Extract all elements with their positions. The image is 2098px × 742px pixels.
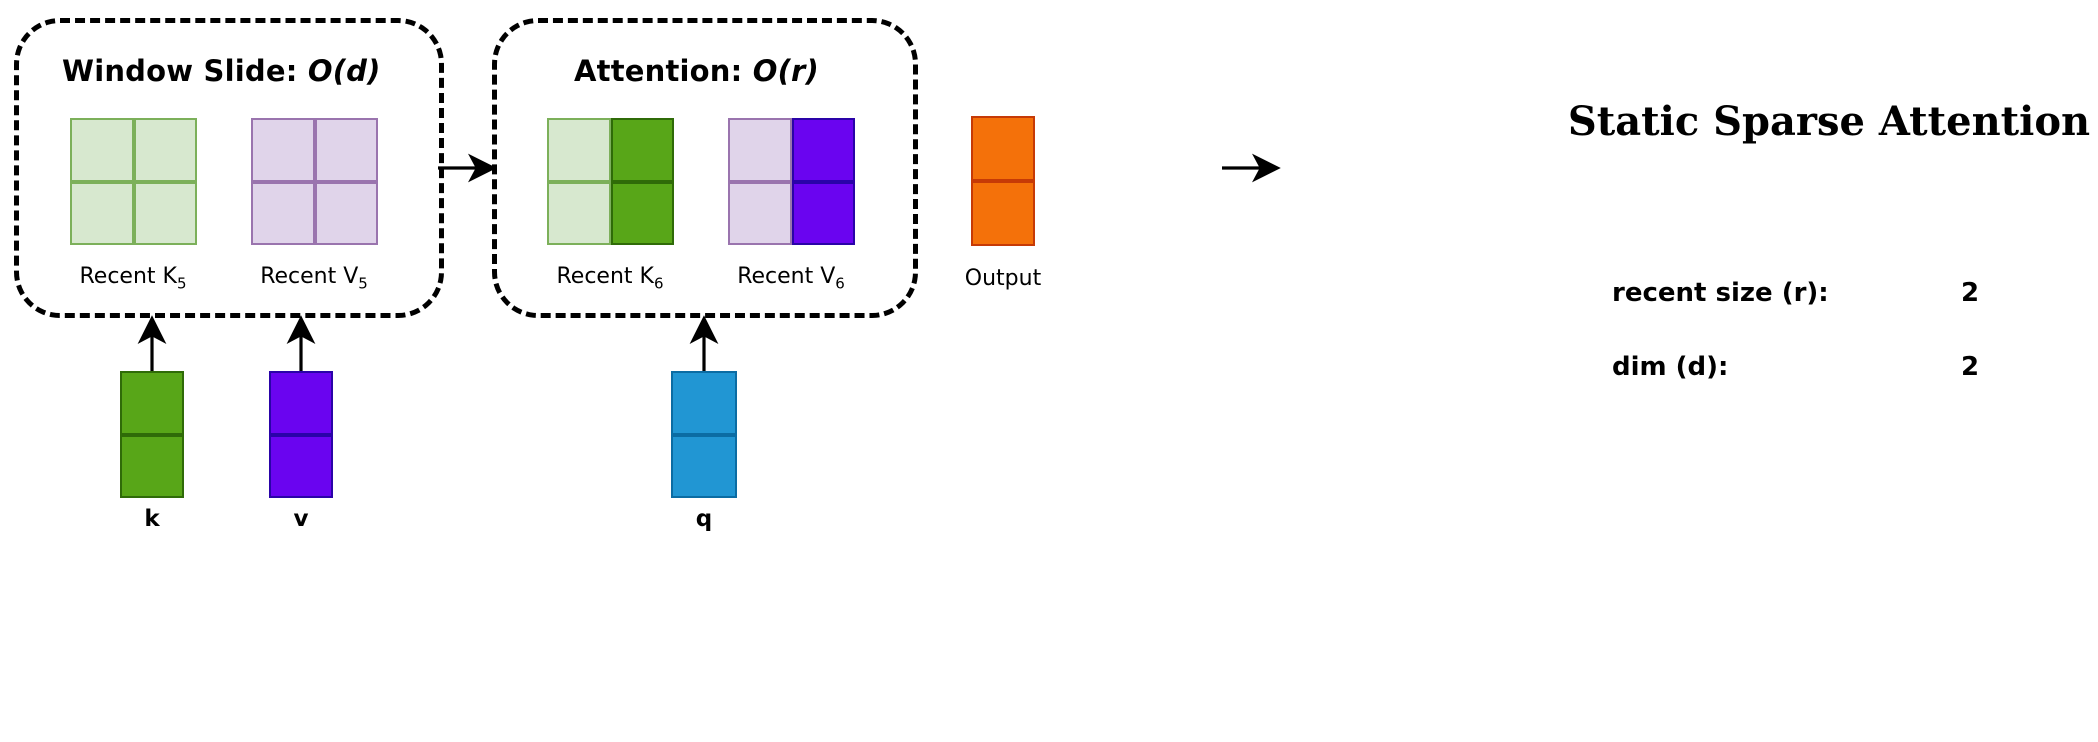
- param-key: dim (d):: [1612, 352, 1729, 382]
- param-value: 2: [1960, 352, 1980, 382]
- caption-subscript: 6: [653, 274, 664, 293]
- stage-box-attention: [492, 18, 918, 318]
- param-key: recent size (r):: [1612, 278, 1829, 308]
- matrix-cell-highlight: [791, 118, 855, 182]
- caption-subscript: 5: [176, 274, 187, 293]
- caption-text: Recent K: [556, 264, 654, 289]
- input-cell: [269, 434, 333, 498]
- matrix-recent-k5: [70, 118, 197, 245]
- matrix-cell: [133, 181, 197, 245]
- stage-box-window-slide: [14, 18, 444, 318]
- matrix-cell: [133, 118, 197, 182]
- info-panel: Static Sparse Attention recent size (r):…: [1560, 0, 2098, 742]
- matrix-cell-highlight: [610, 181, 674, 245]
- label-q: q: [695, 506, 713, 532]
- stage-title-label-attention: Attention:: [574, 54, 743, 88]
- caption-recent-v5: Recent V5: [260, 264, 368, 292]
- caption-recent-k5: Recent K5: [80, 264, 187, 292]
- stage-title-attention: Attention: O(r): [574, 54, 819, 88]
- figure-title: Static Sparse Attention: [1567, 98, 2091, 145]
- matrix-cell: [70, 181, 134, 245]
- stage-title-label-window-slide: Window Slide:: [62, 54, 298, 88]
- caption-text: Recent V: [260, 264, 359, 289]
- matrix-cell: [547, 181, 611, 245]
- param-value: 2: [1960, 278, 1980, 308]
- matrix-cell: [728, 181, 792, 245]
- matrix-cell: [251, 118, 315, 182]
- caption-text: Recent K: [79, 264, 177, 289]
- matrix-cell: [314, 181, 378, 245]
- matrix-cell: [547, 118, 611, 182]
- vector-output: [971, 116, 1035, 246]
- caption-recent-k6: Recent K6: [557, 264, 664, 292]
- input-cell: [120, 371, 184, 435]
- matrix-cell: [314, 118, 378, 182]
- output-cell: [971, 116, 1035, 181]
- caption-recent-v6: Recent V6: [737, 264, 845, 292]
- output-cell: [971, 181, 1035, 246]
- matrix-cell: [728, 118, 792, 182]
- matrix-recent-v6: [728, 118, 855, 245]
- stage-complexity-window-slide: O(d): [307, 54, 381, 88]
- param-row-dim: dim (d): 2: [1560, 352, 2098, 392]
- matrix-cell-highlight: [791, 181, 855, 245]
- vector-q: [671, 371, 737, 498]
- input-cell: [671, 434, 737, 498]
- param-row-recent-size: recent size (r): 2: [1560, 278, 2098, 318]
- caption-output: Output: [965, 266, 1041, 291]
- input-cell: [269, 371, 333, 435]
- vector-k: [120, 371, 184, 498]
- matrix-cell-highlight: [610, 118, 674, 182]
- matrix-cell: [70, 118, 134, 182]
- caption-subscript: 5: [358, 274, 368, 293]
- caption-subscript: 6: [835, 274, 845, 293]
- matrix-recent-v5: [251, 118, 378, 245]
- label-k: k: [144, 506, 160, 532]
- caption-text: Recent V: [737, 264, 836, 289]
- stage-title-window-slide: Window Slide: O(d): [62, 54, 381, 88]
- stage-complexity-attention: O(r): [752, 54, 820, 88]
- label-v: v: [293, 506, 309, 532]
- matrix-recent-k6: [547, 118, 674, 245]
- caption-text: Output: [964, 266, 1042, 291]
- matrix-cell: [251, 181, 315, 245]
- input-cell: [671, 371, 737, 435]
- input-cell: [120, 434, 184, 498]
- vector-v: [269, 371, 333, 498]
